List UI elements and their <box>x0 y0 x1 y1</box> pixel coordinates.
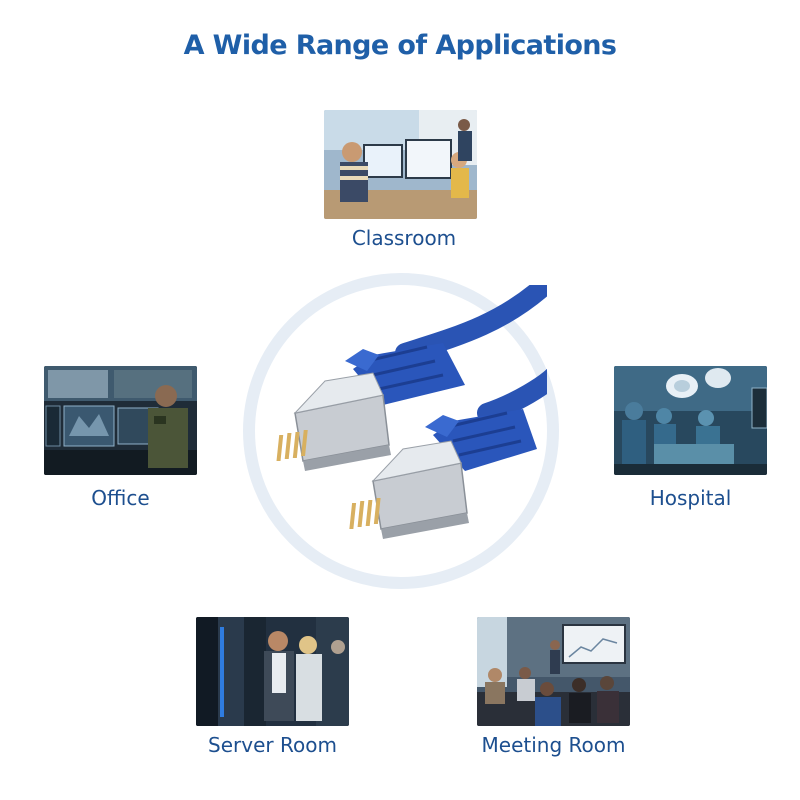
server-room-photo <box>196 617 349 726</box>
office-photo <box>44 366 197 475</box>
page-title: A Wide Range of Applications <box>183 30 617 61</box>
meeting-room-label: Meeting Room <box>481 733 626 757</box>
hospital-label: Hospital <box>649 486 732 510</box>
classroom-label: Classroom <box>351 226 457 250</box>
cable-image-circle <box>243 273 559 589</box>
office-label: Office <box>91 486 150 510</box>
classroom-photo <box>324 110 477 219</box>
meeting-room-photo <box>477 617 630 726</box>
hospital-photo <box>614 366 767 475</box>
server-room-label: Server Room <box>208 733 337 757</box>
ethernet-cable-icon <box>276 285 547 539</box>
